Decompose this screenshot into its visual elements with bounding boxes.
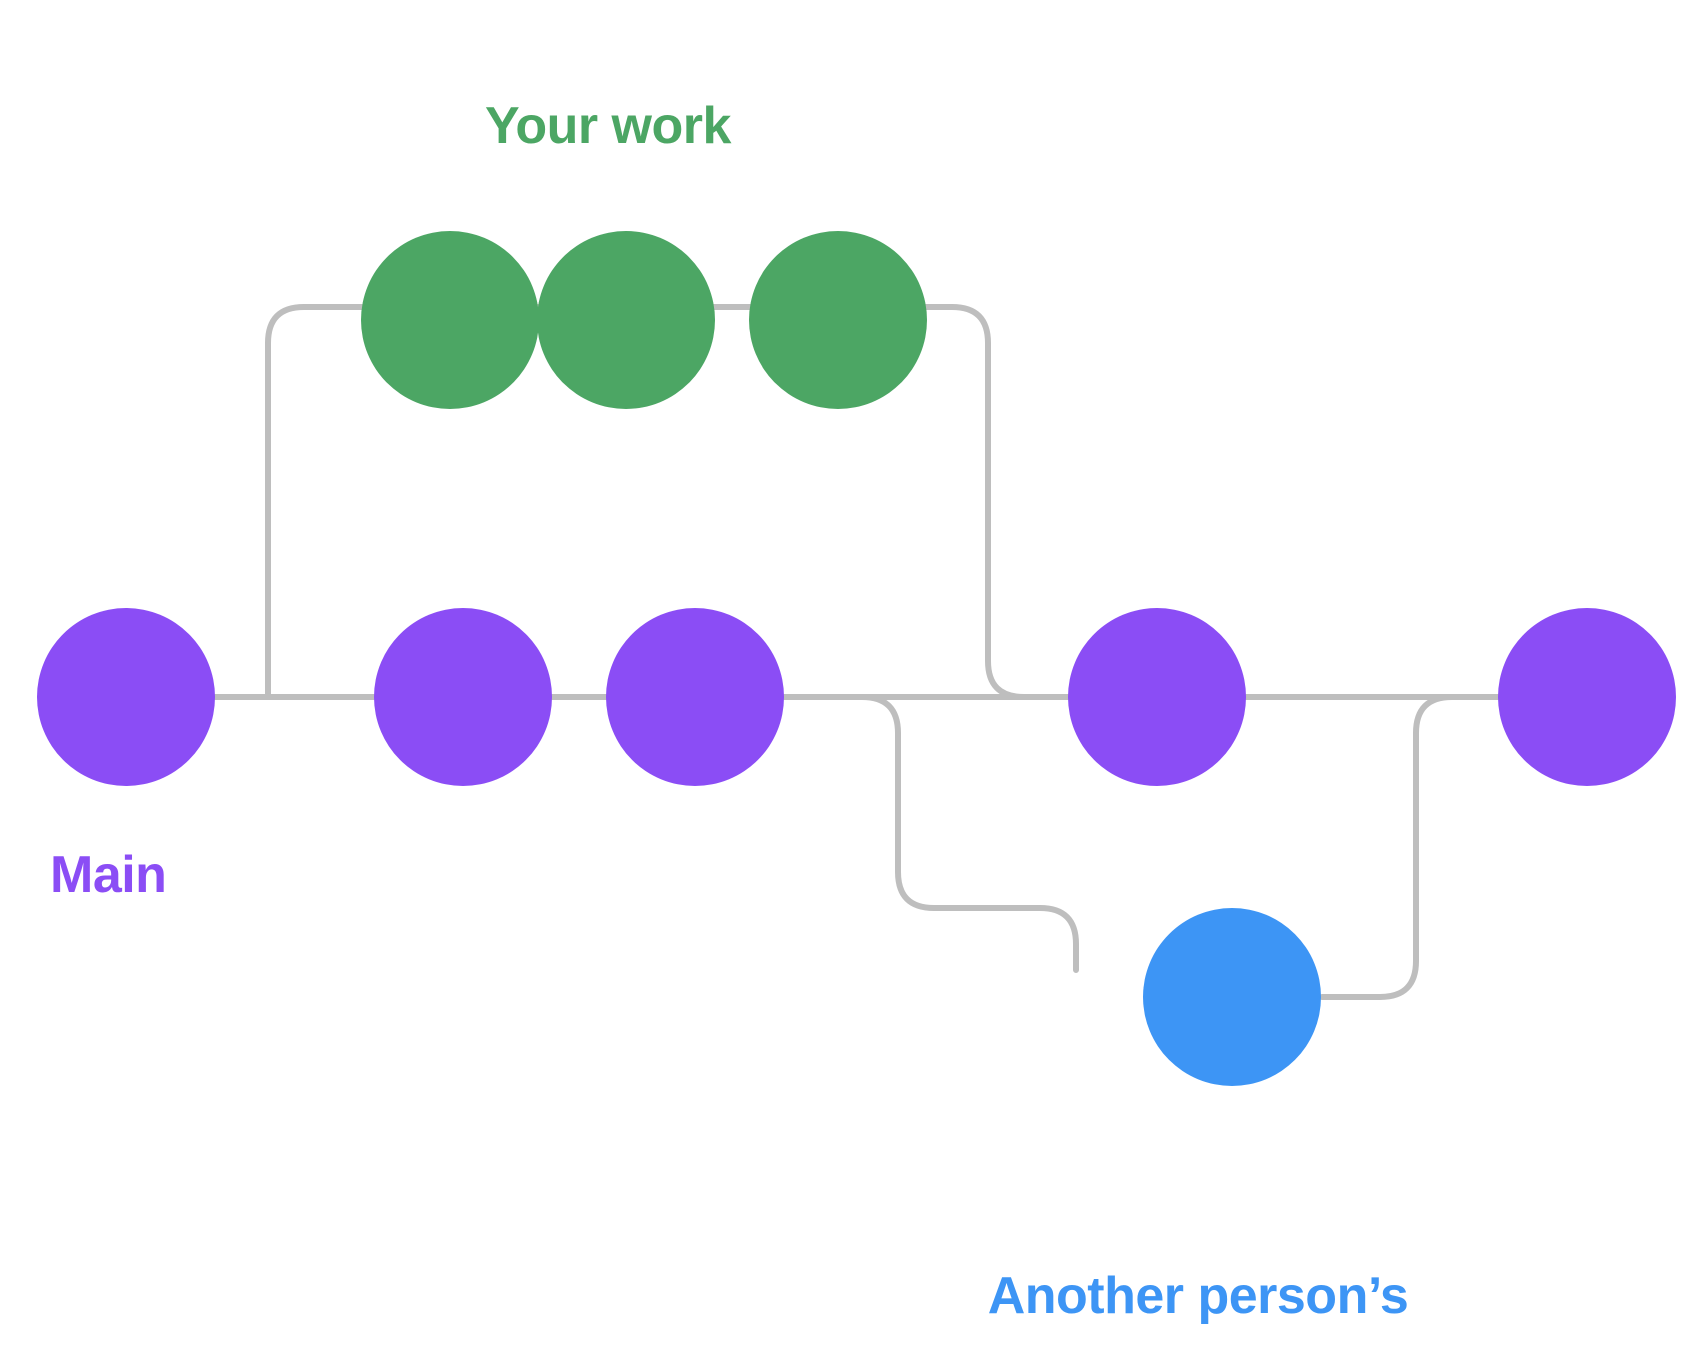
connector-merge-other — [1319, 694, 1503, 1000]
connector-merge-your-work — [915, 304, 1073, 700]
commit-node-your-work-3[interactable] — [749, 231, 927, 409]
label-main: Main — [50, 846, 167, 904]
commit-node-main-1[interactable] — [37, 608, 215, 786]
label-another-persons-work: Another person’s work — [858, 1143, 1538, 1352]
commit-node-main-2[interactable] — [374, 608, 552, 786]
connector-branch-out-your-work — [265, 304, 365, 700]
label-your-work: Your work — [485, 97, 731, 155]
connector-branch-out-other — [787, 694, 1079, 973]
label-another-persons-work-line-1: Another person’s — [987, 1266, 1409, 1325]
commit-node-main-5[interactable] — [1498, 608, 1676, 786]
commit-node-main-4[interactable] — [1068, 608, 1246, 786]
commit-node-your-work-2[interactable] — [537, 231, 715, 409]
commit-node-your-work-1[interactable] — [361, 231, 539, 409]
commit-node-another-person-1[interactable] — [1143, 908, 1321, 1086]
commit-node-main-3[interactable] — [606, 608, 784, 786]
